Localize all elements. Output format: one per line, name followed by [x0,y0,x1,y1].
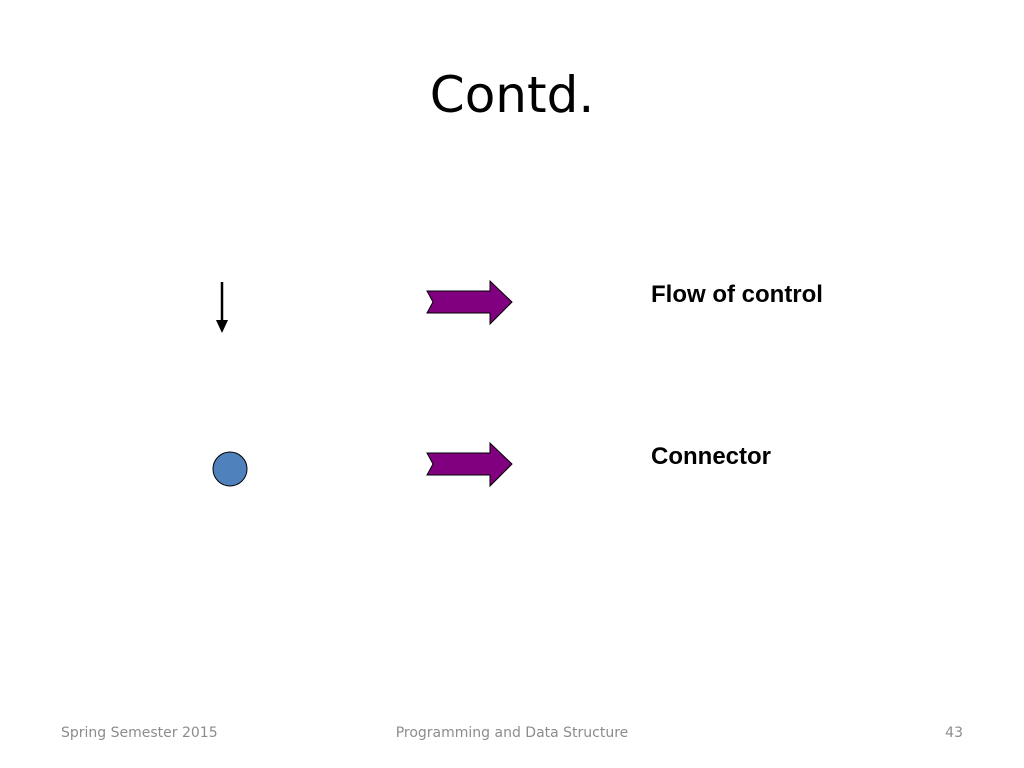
connector-label: Connector [651,443,771,470]
footer-page-number: 43 [945,725,963,741]
pointer-arrow-1 [426,279,513,326]
footer-course-title: Programming and Data Structure [395,725,629,741]
footer-semester: Spring Semester 2015 [61,725,218,741]
flow-of-control-symbol [216,282,228,333]
slide-title: Contd. [429,66,595,124]
flow-of-control-label: Flow of control [651,281,823,308]
pointer-arrow-2 [426,441,513,488]
connector-symbol [212,451,248,487]
